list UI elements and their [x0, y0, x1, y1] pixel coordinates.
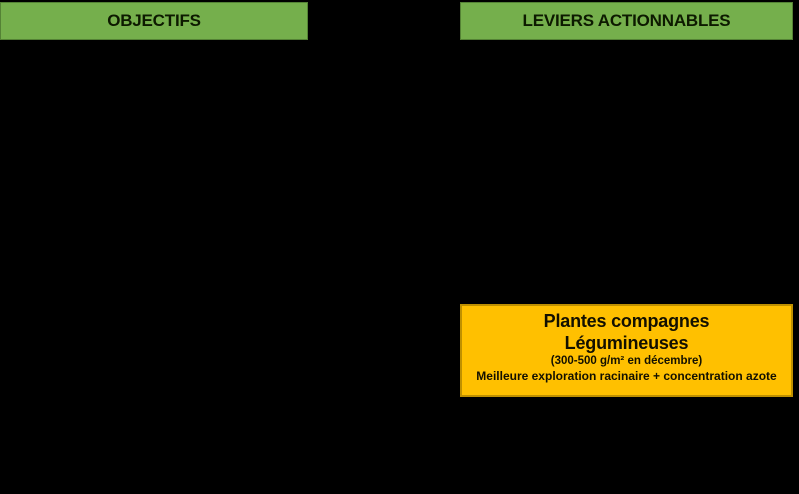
companion-plants-callout: Plantes compagnes Légumineuses (300-500 …: [460, 304, 793, 397]
levers-header-label: LEVIERS ACTIONNABLES: [522, 11, 731, 30]
callout-title-line2: Légumineuses: [564, 333, 689, 353]
objectives-header-label: OBJECTIFS: [107, 11, 201, 30]
callout-detail: (300-500 g/m² en décembre): [550, 355, 703, 367]
levers-header: LEVIERS ACTIONNABLES: [460, 2, 793, 40]
callout-title-line1: Plantes compagnes: [543, 311, 710, 331]
objectives-header: OBJECTIFS: [0, 2, 308, 40]
callout-note: Meilleure exploration racinaire + concen…: [476, 369, 777, 383]
